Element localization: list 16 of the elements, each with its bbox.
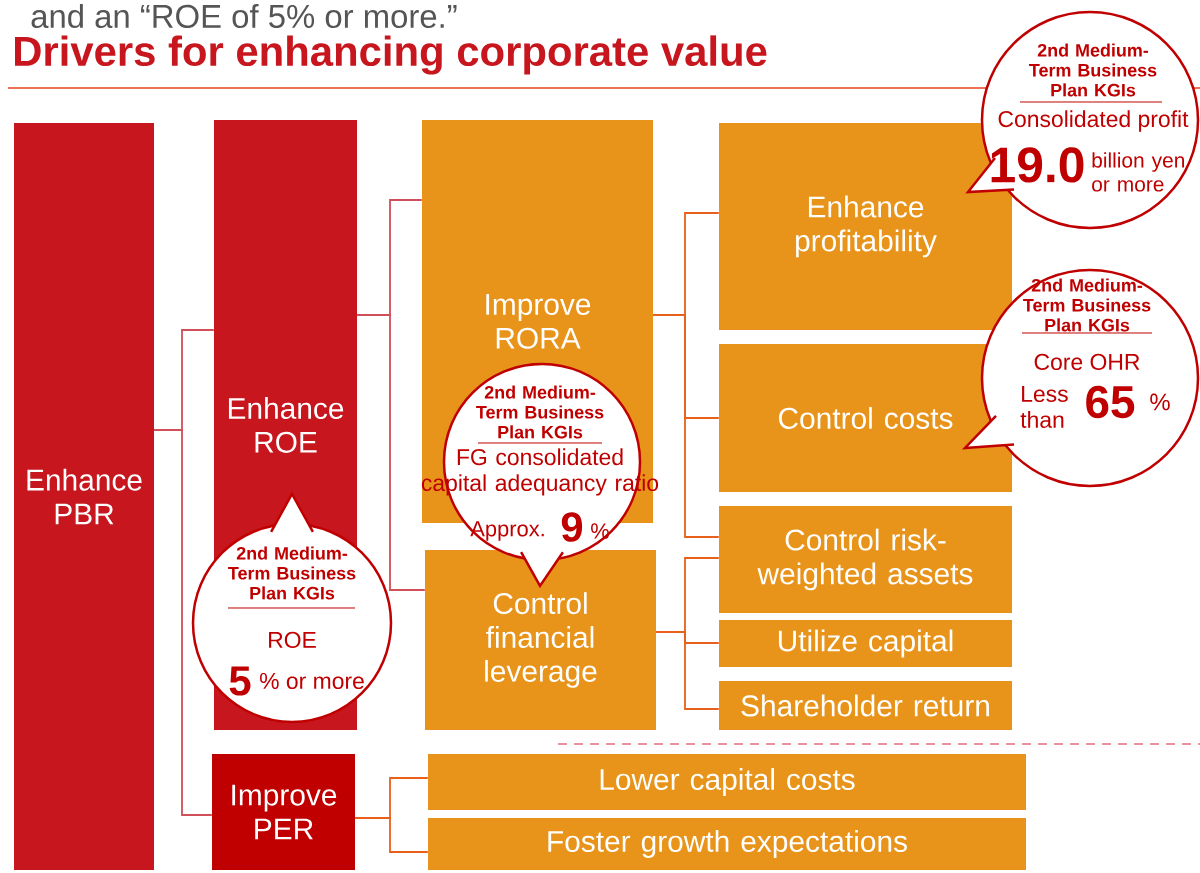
- connector: [655, 631, 720, 710]
- connector: [356, 314, 426, 591]
- title: Drivers for enhancing corporate value: [15, 35, 767, 75]
- process-box: Shareholder return: [719, 681, 1012, 730]
- process-box: Utilize capital: [719, 620, 1012, 667]
- process-box: Lower capital costs: [428, 754, 1026, 810]
- process-box: Control financial leverage: [425, 550, 656, 730]
- connector: [153, 429, 213, 816]
- process-box: Enhance PBR: [14, 123, 154, 870]
- process-box: Foster growth expectations: [428, 818, 1026, 870]
- intro-text: and an “ROE of 5% or more.”: [31, 3, 457, 29]
- connector: [354, 817, 429, 853]
- connector: [652, 314, 720, 538]
- process-box: Improve PER: [212, 754, 355, 870]
- process-box: Control risk-weighted assets: [719, 506, 1012, 613]
- process-box: Control costs: [719, 344, 1012, 492]
